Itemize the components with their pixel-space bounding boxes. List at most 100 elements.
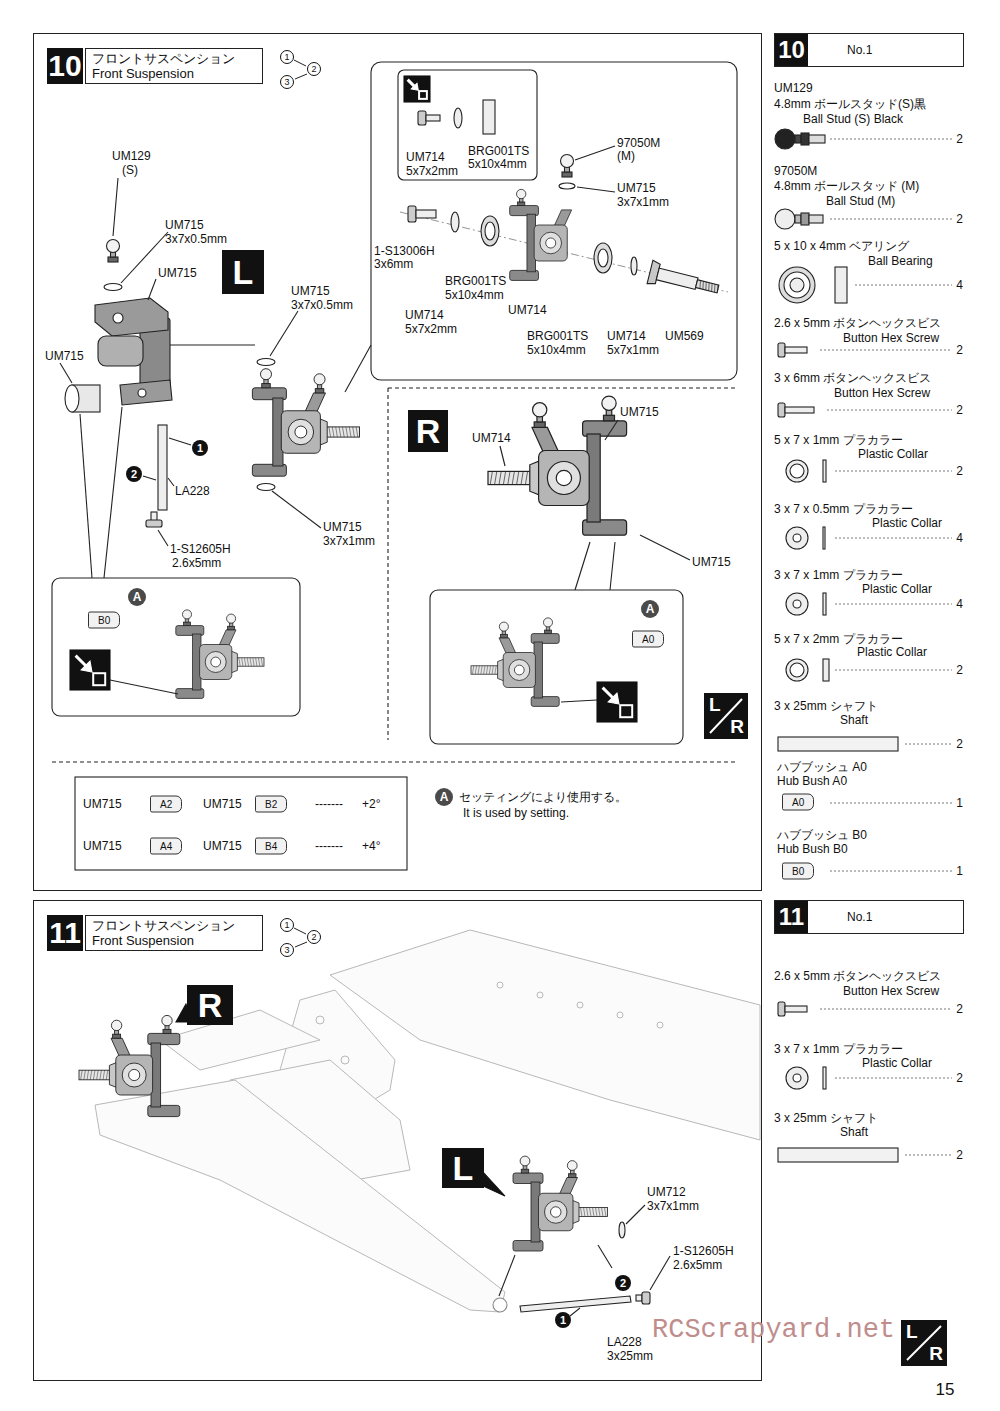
quantity: 2 [956,1071,963,1085]
part-outline [551,1207,562,1218]
thread-line [492,666,493,674]
side-badge: L [442,1148,484,1188]
quantity: 2 [956,403,963,417]
part-outline [790,278,804,292]
dotted-leader [835,471,952,472]
leader-line [169,438,191,445]
leader-line [598,1245,612,1268]
part-outline [785,407,814,413]
step-panel: 11フロントサスペンションFront SuspensionRL [33,900,762,1381]
thread-line [478,666,479,674]
part-outline [419,91,427,99]
part-outline [775,129,795,149]
thread-line [593,1208,595,1217]
inset-frame [371,62,737,380]
part-outline [617,1012,623,1018]
watermark: RCScrapyard.net [652,1315,895,1345]
thread-line [503,471,505,484]
part-outline [200,645,232,680]
part-outline [546,238,556,248]
part-label: 5x7x2mm [405,322,457,336]
part-outline [631,257,637,275]
leader-line [575,146,615,160]
leader-line [577,187,615,192]
part-outline [426,115,440,121]
thread-line [87,1070,89,1080]
part-outline [454,108,462,128]
part-outline [520,1156,530,1166]
part-outline [411,83,418,90]
part-label: UM714 [406,150,445,164]
leader-line [170,344,255,345]
thread-line [81,1070,83,1080]
thread-line [587,1208,589,1217]
part-label: BRG001TS [445,274,506,288]
side-badge: R [187,985,233,1025]
part-outline [534,422,545,428]
bush-marking: B0 [782,863,814,880]
leader-line [80,414,92,578]
knuckle [176,610,264,699]
thread-line [343,427,345,437]
part-outline [598,249,608,267]
part-outline [537,992,543,998]
thread-line [599,1208,601,1217]
part-label: 1-S12605H [170,542,231,556]
quantity: 2 [956,737,963,751]
part-outline [262,384,271,388]
part-outline [540,232,562,254]
part-outline [823,460,826,482]
side-letter: L [453,1151,474,1185]
part-outline [95,298,168,336]
left-right-badge: LR [704,693,748,739]
part-outline [184,622,191,626]
part-outline [146,520,162,527]
part-label: Shaft [840,713,868,727]
note-marker: A [435,788,453,806]
knuckle [488,396,627,535]
part-outline [786,527,808,549]
part-outline [567,1161,577,1171]
parts-list-header: 11No.1 [774,900,964,934]
part-label: 3 x 7 x 0.5mm プラカラー [774,502,913,516]
thread-line [256,658,257,666]
part-label: Plastic Collar [862,582,932,596]
part-outline [556,470,571,485]
part-outline [793,1074,801,1082]
leader-line [113,178,118,236]
quantity: 2 [956,212,963,226]
part-outline [554,210,571,226]
part-outline [451,212,459,232]
part-outline [520,1296,631,1312]
dotted-leader [905,744,952,745]
quantity: 2 [956,663,963,677]
part-label: Plastic Collar [857,645,927,659]
leader-line [168,478,174,486]
part-label: BRG001TS [527,329,588,343]
thread-line [699,280,702,288]
dotted-leader [830,139,952,140]
part-label: 4.8mm ボールスタッド(S)黒 [774,97,926,111]
title-frame: フロントサスペンションFront Suspension [85,48,263,84]
bush-marking: A0 [782,794,814,811]
part-outline [604,415,615,421]
part-outline [499,638,516,653]
part-outline [543,618,552,627]
part-outline [113,313,123,323]
part-label: UM715 [203,797,242,811]
leader-line [76,656,87,667]
part-outline [138,389,146,397]
direction-icon [404,76,430,102]
thread-line [97,1070,99,1080]
part-outline [314,374,325,385]
part-label: LA228 [175,484,210,498]
part-outline [70,650,110,690]
part-outline [288,419,314,445]
thread-line [336,427,338,437]
dotted-leader [827,410,952,411]
frames [52,60,737,947]
quantity: 4 [956,278,963,292]
part-outline [778,737,898,751]
part-outline [793,534,801,542]
step-number: 11 [47,915,83,951]
